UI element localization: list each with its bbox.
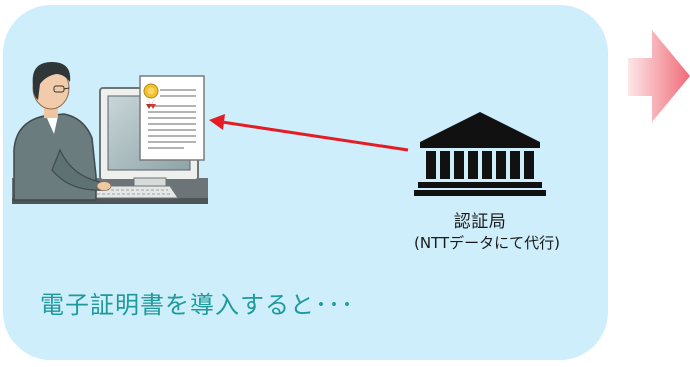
- scenario-caption: 電子証明書を導入すると･･･: [40, 291, 354, 319]
- ca-label: 認証局: [453, 212, 507, 232]
- issue-arrow: [209, 114, 409, 152]
- right-arrow-icon: [628, 30, 690, 122]
- bank-building-icon: [414, 112, 546, 196]
- certificate-document-icon: [139, 75, 205, 161]
- ca-note: (NTTデータにて代行): [414, 234, 560, 252]
